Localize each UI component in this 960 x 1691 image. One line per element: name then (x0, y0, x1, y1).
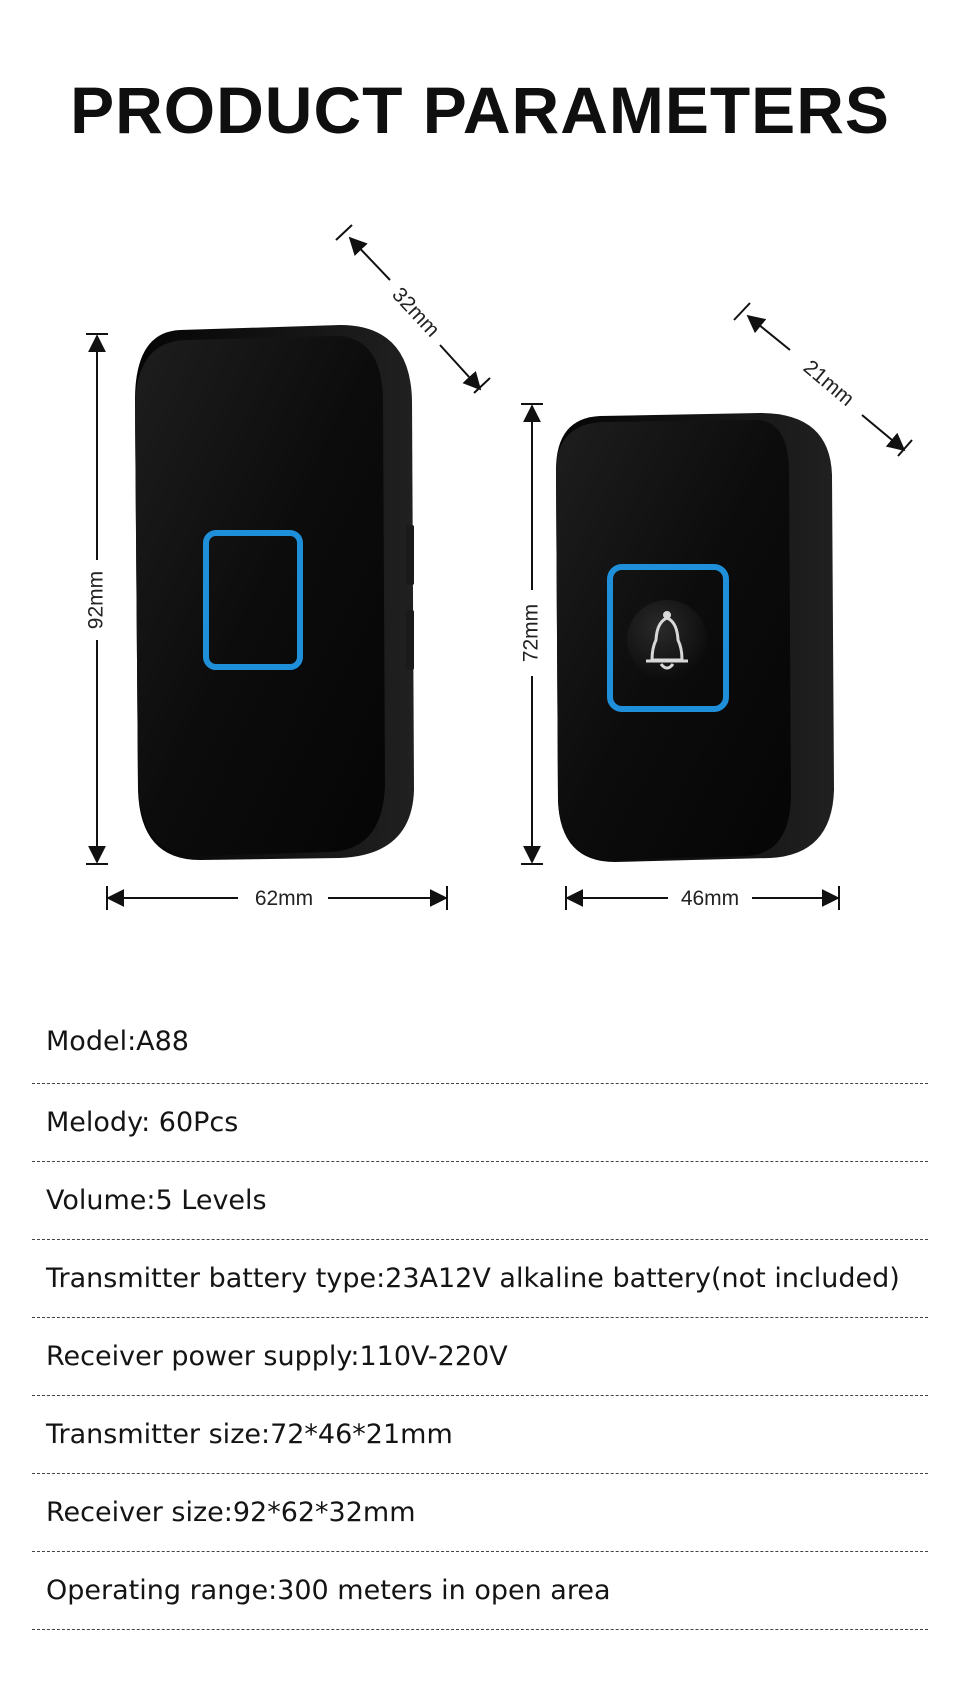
spec-transmitter-battery: Transmitter battery type:23A12V alkaline… (32, 1240, 928, 1318)
spec-receiver-power: Receiver power supply:110V-220V (32, 1318, 928, 1396)
dimension-label: 72mm (520, 604, 543, 662)
dimension-label: 62mm (255, 887, 313, 910)
spec-operating-range: Operating range:300 meters in open area (32, 1552, 928, 1630)
led-indicator (203, 530, 303, 670)
dimension-label: 46mm (681, 887, 739, 910)
transmitter-device (556, 413, 834, 862)
side-button (406, 525, 414, 585)
specification-list: Model:A88 Melody: 60Pcs Volume:5 Levels … (32, 1000, 928, 1630)
led-indicator (607, 564, 729, 712)
product-illustration: 92mm 62mm 32mm 72mm 46mm 21mm (85, 224, 913, 910)
spec-volume: Volume:5 Levels (32, 1162, 928, 1240)
spec-transmitter-size: Transmitter size:72*46*21mm (32, 1396, 928, 1474)
bell-icon (646, 611, 688, 670)
dimension-label: 21mm (799, 356, 858, 411)
page-title: PRODUCT PARAMETERS (70, 73, 890, 147)
spec-melody: Melody: 60Pcs (32, 1084, 928, 1162)
spec-receiver-size: Receiver size:92*62*32mm (32, 1474, 928, 1552)
spec-model: Model:A88 (32, 1000, 928, 1084)
dimension-label: 32mm (387, 283, 444, 341)
side-button (406, 610, 414, 670)
receiver-device (135, 325, 414, 860)
dimension-label: 92mm (85, 571, 108, 629)
